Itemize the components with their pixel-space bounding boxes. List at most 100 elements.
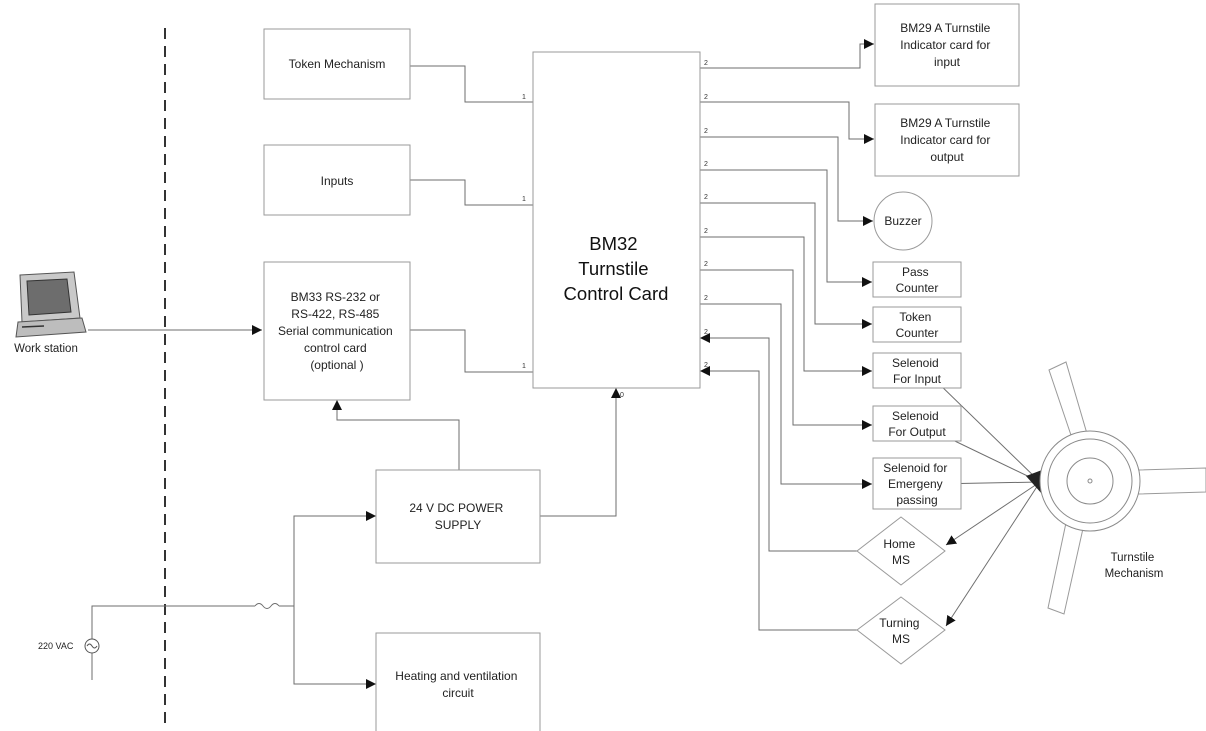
heating-block: Heating and ventilation circuit xyxy=(375,632,541,731)
workstation-label: Work station xyxy=(14,343,78,355)
workstation-icon xyxy=(15,271,87,338)
wire-to-heating xyxy=(293,606,376,689)
pass-counter-label: Pass xyxy=(902,265,929,279)
heating-label: circuit xyxy=(442,686,474,700)
selenoid-emergency-label: Emergeny xyxy=(888,477,943,491)
svg-text:Buzzer: Buzzer xyxy=(884,214,921,228)
indicator-input-label: input xyxy=(934,55,961,69)
token-counter-label: Counter xyxy=(896,326,939,340)
turnstile-mechanism: Turnstile Mechanism xyxy=(1039,361,1206,615)
selenoid-input-block: Selenoid For Input xyxy=(872,352,962,389)
indicator-input-label: BM29 A Turnstile xyxy=(900,21,990,35)
ac-source-icon xyxy=(84,638,100,654)
selenoid-output-label: For Output xyxy=(888,425,946,439)
svg-text:Token Counter: Token Counter xyxy=(896,310,939,340)
buzzer-block: Buzzer xyxy=(873,191,933,251)
indicator-output-label: Indicator card for xyxy=(900,133,990,147)
wire-indicator-output xyxy=(700,101,874,144)
wire-power-to-serial xyxy=(332,400,460,470)
wire-mech-turning xyxy=(945,481,1041,627)
wire-token-mechanism xyxy=(410,65,533,103)
power-supply-label: 24 V DC POWER xyxy=(409,501,503,515)
home-ms-label: Home xyxy=(883,537,915,551)
wire-home-ms xyxy=(700,333,858,552)
svg-text:BM33 RS-232 or RS-422,: BM33 RS-232 or RS-422, RS-485 Serial com… xyxy=(278,290,396,372)
svg-text:Heating and ventilation: Heating and ventilation circuit xyxy=(395,669,520,700)
pin-label: 2 xyxy=(704,161,708,168)
svg-text:Inputs: Inputs xyxy=(321,174,354,188)
wire-serial-card xyxy=(410,329,533,373)
home-ms-label: MS xyxy=(892,553,910,567)
pin-label: 2 xyxy=(704,128,708,135)
wire-pass-counter xyxy=(700,169,872,287)
token-mechanism-block: Token Mechanism xyxy=(263,28,411,100)
svg-text:Selenoid For Output: Selenoid For Output xyxy=(888,409,946,439)
wire-buzzer xyxy=(700,136,873,226)
selenoid-emergency-label: Selenoid for xyxy=(883,461,947,475)
pin-label: 2 xyxy=(704,94,708,101)
turning-ms-label: MS xyxy=(892,632,910,646)
wire-fuse xyxy=(254,603,280,609)
svg-text:Turning MS: Turning MS xyxy=(879,616,923,646)
serial-card-block: BM33 RS-232 or RS-422, RS-485 Serial com… xyxy=(263,261,411,401)
svg-text:Selenoid for Emergeny: Selenoid for Emergeny passing xyxy=(883,461,950,507)
serial-card-label: RS-422, RS-485 xyxy=(291,307,379,321)
svg-text:Work station: Work station xyxy=(14,343,78,355)
pin-label: 2 xyxy=(704,194,708,201)
wire-selenoid-input xyxy=(700,236,872,376)
svg-text:Selenoid For Input: Selenoid For Input xyxy=(892,356,942,386)
buzzer-label: Buzzer xyxy=(884,214,921,228)
turnstile-mechanism-label: Mechanism xyxy=(1105,568,1164,580)
turning-ms-label: Turning xyxy=(879,616,919,630)
wire-mains xyxy=(91,605,255,680)
pass-counter-label: Counter xyxy=(896,281,939,295)
control-card-label: Turnstile xyxy=(578,258,648,279)
token-counter-block: Token Counter xyxy=(872,306,962,343)
svg-text:Turnstile Mechanism: Turnstile Mechanism xyxy=(1105,552,1164,580)
selenoid-emergency-block: Selenoid for Emergeny passing xyxy=(872,457,962,510)
pin-label: 1 xyxy=(522,94,526,101)
indicator-output-label: output xyxy=(930,150,964,164)
inputs-block: Inputs xyxy=(263,144,411,216)
power-supply-block: 24 V DC POWER SUPPLY xyxy=(375,469,541,564)
wire-mech-home xyxy=(945,481,1041,546)
serial-card-label: (optional ) xyxy=(310,358,363,372)
turnstile-arm xyxy=(1137,467,1206,495)
svg-text:Token Mechanism: Token Mechanism xyxy=(289,57,386,71)
indicator-output-block: BM29 A Turnstile Indicator card for outp… xyxy=(874,103,1020,177)
pin-label: 2 xyxy=(704,228,708,235)
turning-ms-block: Turning MS xyxy=(856,596,946,665)
svg-text:220 VAC: 220 VAC xyxy=(38,641,74,651)
selenoid-input-label: Selenoid xyxy=(892,356,939,370)
wire-to-power-supply xyxy=(293,511,376,606)
indicator-input-block: BM29 A Turnstile Indicator card for inpu… xyxy=(874,3,1020,87)
power-supply-label: SUPPLY xyxy=(435,518,481,532)
svg-text:BM29 A Turnstile Indicat: BM29 A Turnstile Indicator card for outp… xyxy=(900,116,993,164)
inputs-label: Inputs xyxy=(321,174,354,188)
svg-text:Pass Counter: Pass Counter xyxy=(896,265,939,295)
pin-label: 2 xyxy=(704,362,708,369)
heating-label: Heating and ventilation xyxy=(395,669,517,683)
mech-junction xyxy=(1026,470,1042,494)
vac-label: 220 VAC xyxy=(38,641,74,651)
pin-label: 0 xyxy=(620,392,624,399)
home-ms-block: Home MS xyxy=(856,516,946,586)
selenoid-output-block: Selenoid For Output xyxy=(872,405,962,442)
serial-card-label: Serial communication xyxy=(278,324,393,338)
control-card-label: Control Card xyxy=(564,283,669,304)
svg-text:Home MS: Home MS xyxy=(883,537,918,567)
token-counter-label: Token xyxy=(899,310,931,324)
wire-mech-selenoid-input xyxy=(933,378,1041,483)
pass-counter-block: Pass Counter xyxy=(872,261,962,298)
pin-labels: 1 1 1 2 2 2 2 2 2 2 2 2 2 0 xyxy=(522,60,708,399)
serial-card-label: control card xyxy=(304,341,367,355)
svg-text:BM32 Turnstile Con: BM32 Turnstile Control Card xyxy=(564,233,669,304)
turnstile-mechanism-label: Turnstile xyxy=(1111,552,1155,564)
wire-selenoid-emergency xyxy=(700,303,872,489)
wire-power-to-control xyxy=(540,388,621,517)
wire-inputs xyxy=(410,179,533,206)
serial-card-label: BM33 RS-232 or xyxy=(291,290,380,304)
wire-token-counter xyxy=(700,202,872,329)
token-mechanism-label: Token Mechanism xyxy=(289,57,386,71)
